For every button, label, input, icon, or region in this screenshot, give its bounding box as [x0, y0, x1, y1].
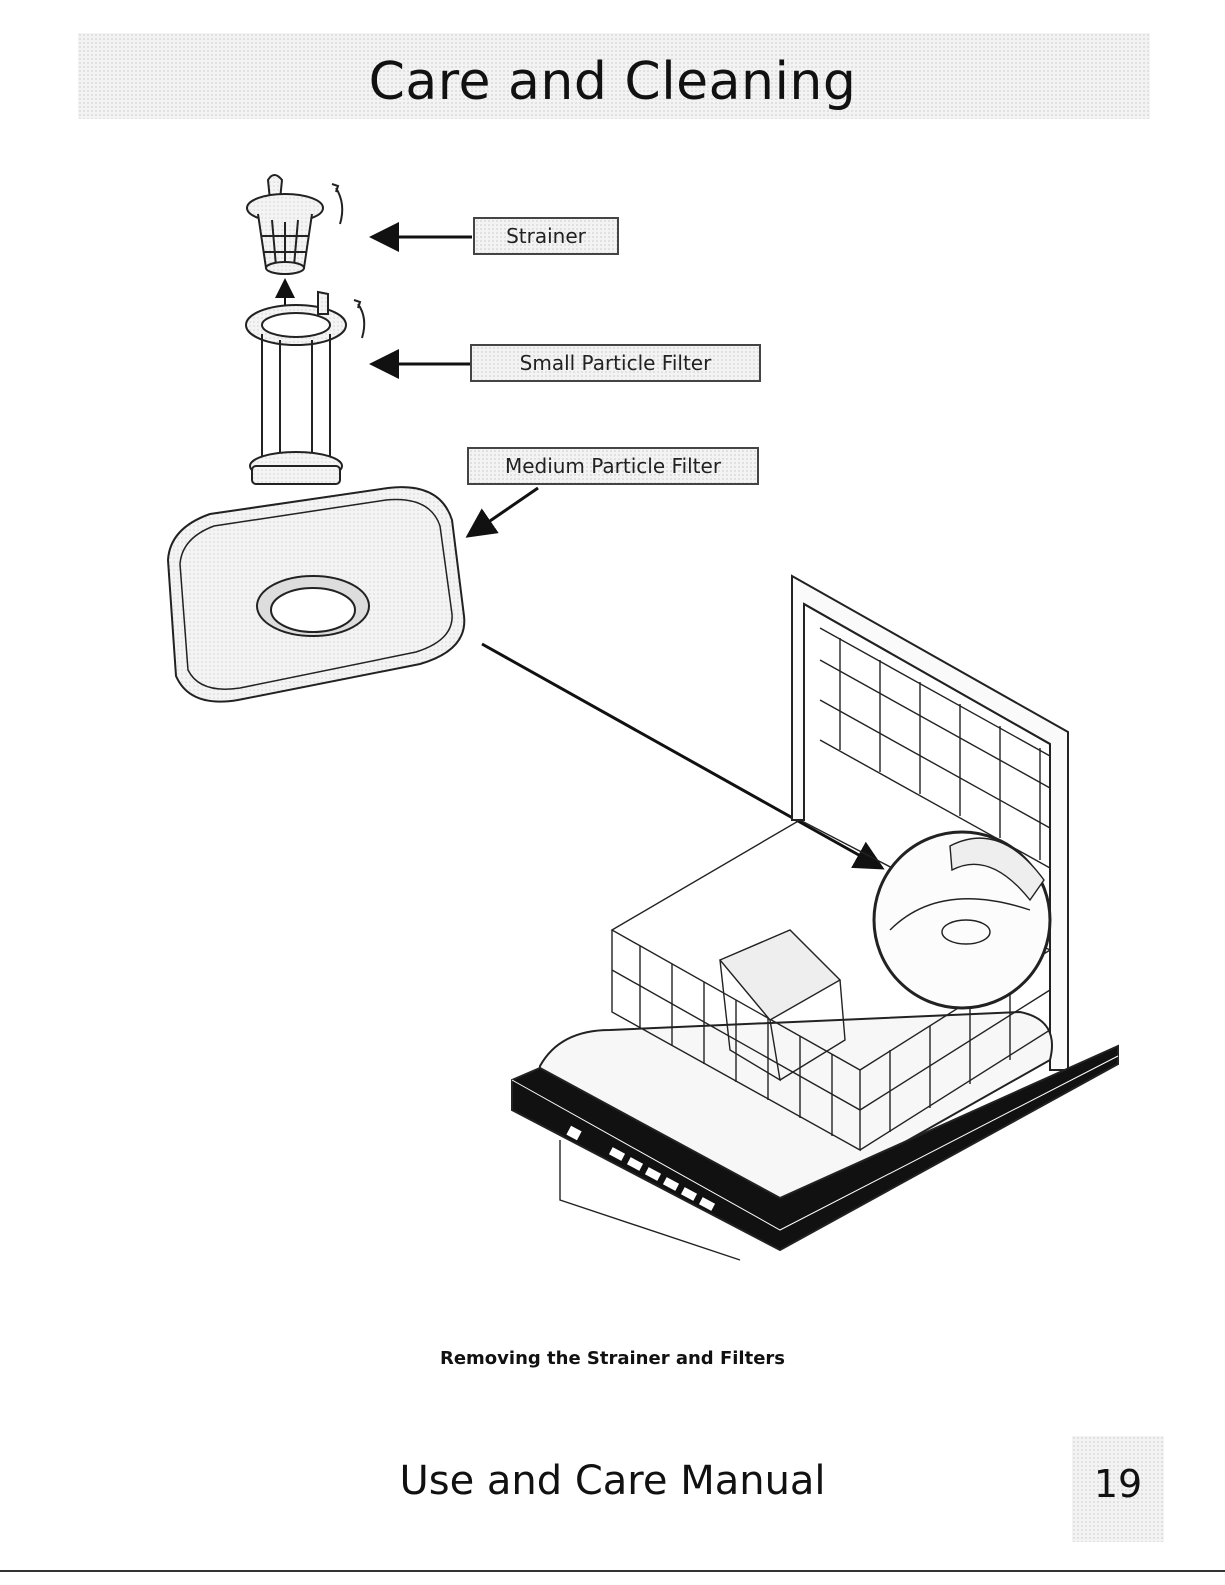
medium-particle-filter-part [168, 487, 464, 701]
callout-strainer-label: Strainer [506, 224, 586, 248]
callout-strainer: Strainer [473, 217, 619, 255]
location-pointer-arrow [482, 644, 882, 868]
callout-medium-particle-filter: Medium Particle Filter [467, 447, 759, 485]
strainer-part [247, 175, 342, 274]
figure-caption: Removing the Strainer and Filters [0, 1348, 1225, 1369]
callout-medium-particle-filter-label: Medium Particle Filter [505, 454, 721, 478]
small-particle-filter-part [246, 292, 364, 484]
callout-small-particle-filter-label: Small Particle Filter [520, 351, 712, 375]
dishwasher-drawing [512, 576, 1118, 1260]
medium-filter-pointer-arrow [468, 488, 538, 536]
bottom-rule [0, 1570, 1225, 1572]
page-number: 19 [1072, 1462, 1164, 1506]
callout-small-particle-filter: Small Particle Filter [470, 344, 761, 382]
footer-title: Use and Care Manual [0, 1458, 1225, 1504]
